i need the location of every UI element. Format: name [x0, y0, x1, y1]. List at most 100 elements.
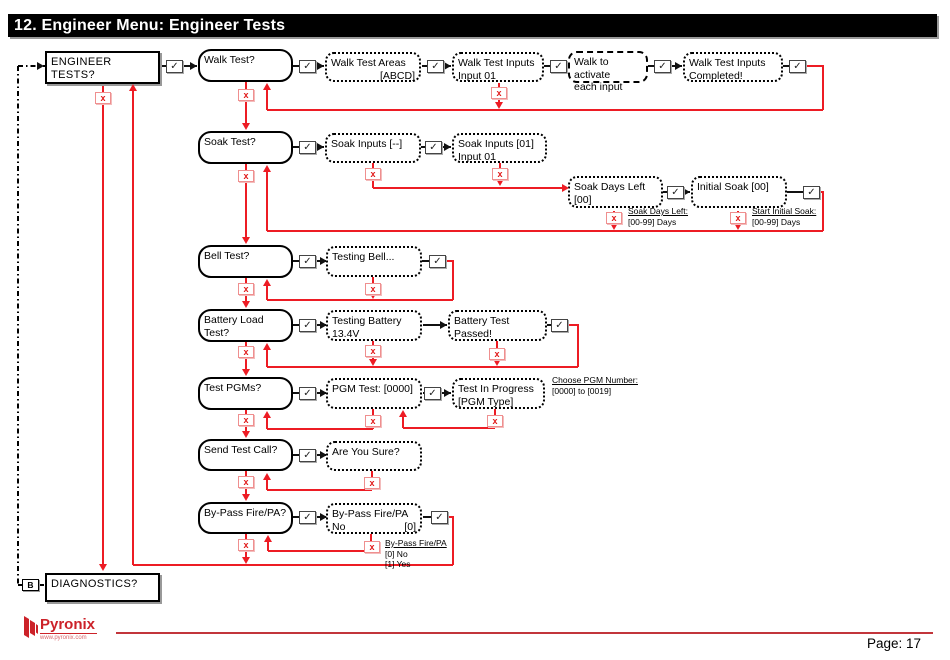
- ok-key-icon: ✓: [299, 255, 316, 268]
- lcd-line: [PGM Type]: [458, 395, 514, 408]
- b-key-icon: B: [22, 579, 39, 591]
- arrow-down-icon: [368, 359, 377, 366]
- cancel-key-icon: x: [489, 348, 505, 360]
- ok-key-icon: ✓: [166, 60, 183, 73]
- arrow-right-icon: [444, 142, 451, 151]
- lcd-line: Testing Battery: [332, 315, 402, 327]
- flow-line-red: [577, 325, 579, 367]
- flow-line-red: [567, 324, 579, 326]
- annotation-title: Start Initial Soak:: [752, 206, 817, 216]
- flow-line-red: [402, 417, 404, 428]
- lcd-line: Walk Test Areas: [331, 57, 406, 69]
- ok-key-icon: ✓: [667, 186, 684, 199]
- node-label: By-Pass Fire/PA?: [204, 507, 287, 519]
- flow-line-red: [820, 191, 824, 193]
- annotation-title: Choose PGM Number:: [552, 375, 638, 385]
- cancel-key-icon: x: [238, 476, 254, 488]
- lcd-test-in-progress: Test In Progress [PGM Type]: [452, 378, 545, 409]
- arrow-right-icon: [320, 388, 327, 397]
- lcd-line: 13.4V: [332, 327, 360, 340]
- cancel-key-icon: x: [606, 212, 622, 224]
- lcd-line: Completed!: [689, 69, 743, 82]
- flow-line-red: [245, 164, 247, 237]
- ok-key-icon: ✓: [429, 255, 446, 268]
- node-battery-load-test: Battery Load Test?: [198, 309, 293, 342]
- flow-line-red: [266, 350, 268, 367]
- lcd-walk-to-activate: Walk to activate each input: [568, 51, 648, 93]
- cancel-key-icon: x: [364, 541, 380, 553]
- connector-line: [547, 324, 552, 326]
- flow-line-red: [452, 261, 454, 300]
- lcd-pgm-test: PGM Test: [0000]: [326, 378, 422, 409]
- arrow-down-icon: [494, 102, 503, 109]
- cancel-key-icon: x: [238, 89, 254, 101]
- arrow-down-icon: [98, 564, 107, 571]
- lcd-line: Walk Test Inputs: [689, 57, 766, 69]
- node-label: Send Test Call?: [204, 444, 278, 456]
- flow-line-red: [267, 109, 823, 111]
- cancel-key-icon: x: [491, 87, 507, 99]
- cancel-key-icon: x: [365, 283, 381, 295]
- cancel-key-icon: x: [95, 92, 111, 104]
- node-label: Test?: [204, 326, 230, 339]
- ok-key-icon: ✓: [299, 511, 316, 524]
- ok-key-icon: ✓: [299, 141, 316, 154]
- cancel-key-icon: x: [487, 415, 503, 427]
- lcd-soak-days-left: Soak Days Left [00]: [568, 176, 663, 208]
- lcd-walk-test-completed: Walk Test Inputs Completed!: [683, 52, 783, 82]
- lcd-line: Passed!: [454, 327, 492, 340]
- arrow-down-icon: [241, 301, 250, 308]
- lcd-walk-test-areas: Walk Test Areas [ABCD]: [325, 52, 421, 82]
- arrow-right-icon: [317, 61, 324, 70]
- arrow-right-icon: [440, 320, 447, 329]
- ok-key-icon: ✓: [431, 511, 448, 524]
- flow-line-red: [447, 516, 454, 518]
- flow-line-red: [268, 550, 371, 552]
- node-label: Battery Load: [204, 314, 264, 326]
- footer-rule: [30, 632, 933, 634]
- flow-line-red: [267, 542, 269, 551]
- arrow-right-icon: [190, 61, 197, 70]
- node-label: Soak Test?: [204, 136, 256, 148]
- connector-line: [422, 260, 430, 262]
- flow-line-red: [102, 85, 104, 566]
- arrow-up-icon: [398, 410, 407, 417]
- node-bell-test: Bell Test?: [198, 245, 293, 278]
- arrow-down-icon: [241, 237, 250, 244]
- arrow-up-icon: [262, 165, 271, 172]
- ok-key-icon: ✓: [299, 319, 316, 332]
- ok-key-icon: ✓: [299, 449, 316, 462]
- arrow-down-icon: [609, 223, 618, 230]
- flow-line-red: [822, 66, 824, 110]
- arrow-up-icon: [262, 83, 271, 90]
- lcd-line: Battery Test: [454, 315, 510, 327]
- lcd-battery-test-passed: Battery Test Passed!: [448, 310, 547, 341]
- lcd-line: Initial Soak [00]: [697, 181, 769, 193]
- annotation-initial-soak: Start Initial Soak: [00-99] Days: [752, 206, 816, 227]
- lcd-line: [00]: [574, 193, 592, 206]
- annotation-title: Soak Days Left:: [628, 206, 689, 216]
- annotation-body: [0000] to [0019]: [552, 385, 612, 396]
- cancel-key-icon: x: [238, 414, 254, 426]
- return-path-dashdot-line: [17, 66, 19, 585]
- connector-line: [423, 324, 447, 326]
- arrow-right-icon: [317, 142, 324, 151]
- cancel-key-icon: x: [238, 170, 254, 182]
- flow-line-red: [245, 82, 247, 123]
- cancel-key-icon: x: [238, 539, 254, 551]
- annotation-body: [00-99] Days: [752, 216, 801, 227]
- flow-line-red: [267, 230, 823, 232]
- lcd-line: No [0]: [332, 521, 416, 534]
- lcd-line: Input 01: [458, 69, 496, 82]
- node-walk-test: Walk Test?: [198, 49, 293, 82]
- lcd-walk-test-inputs: Walk Test Inputs Input 01: [452, 52, 544, 82]
- node-label: Test PGMs?: [204, 382, 262, 394]
- flow-line-red: [267, 489, 372, 491]
- flow-line-red: [267, 299, 453, 301]
- arrow-up-icon: [262, 411, 271, 418]
- cancel-key-icon: x: [238, 346, 254, 358]
- arrow-down-icon: [733, 223, 742, 230]
- return-path-dashdot-line: [39, 584, 45, 586]
- lcd-line: Soak Inputs [01]: [458, 138, 534, 150]
